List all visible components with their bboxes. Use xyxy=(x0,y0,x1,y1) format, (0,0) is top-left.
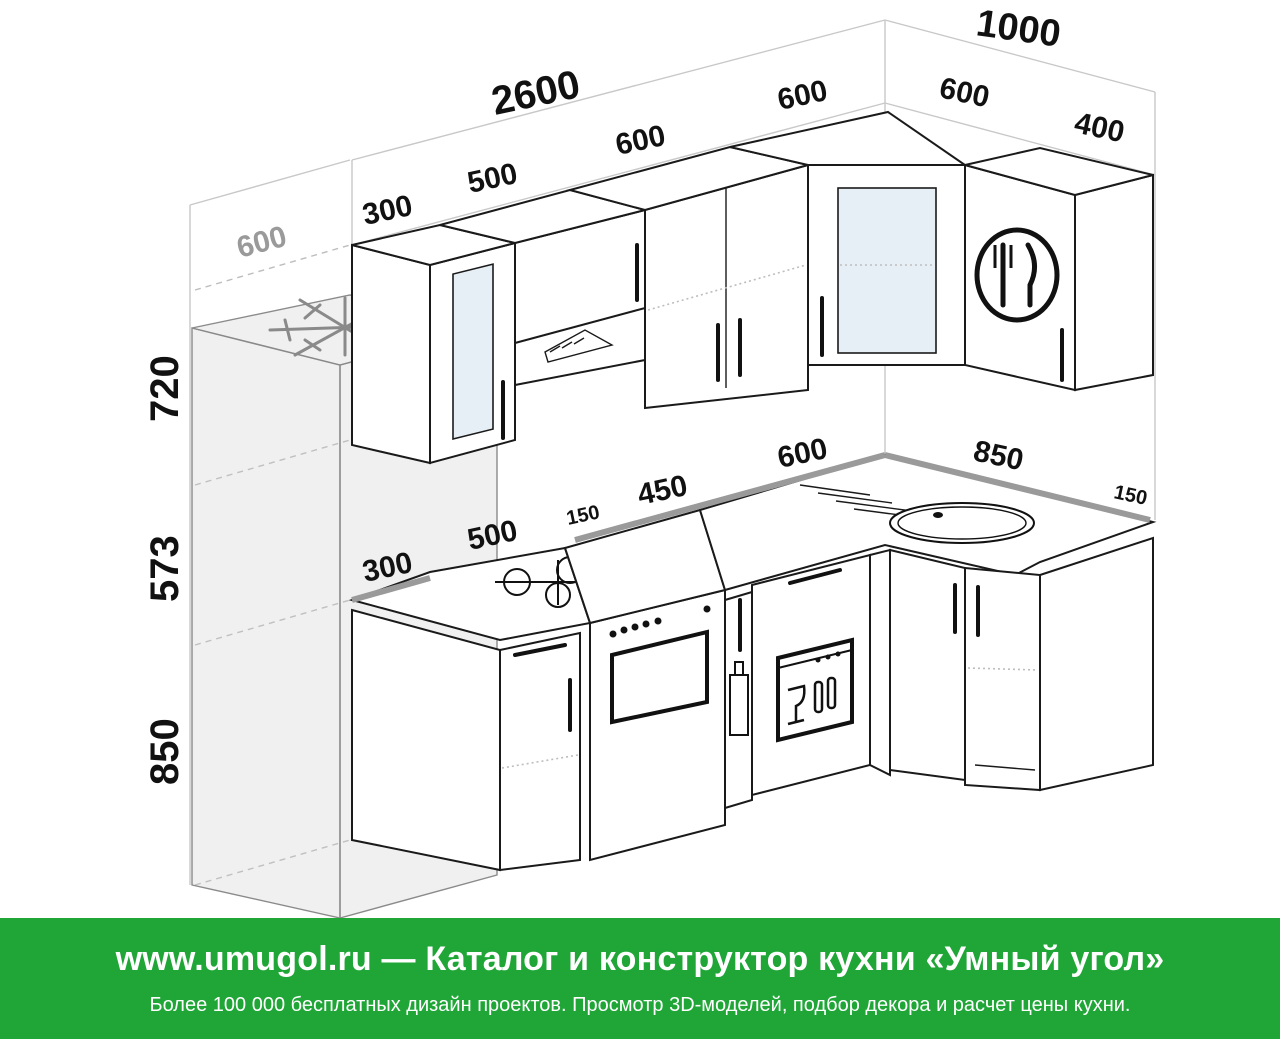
dim-upper-600-b: 600 xyxy=(775,74,831,117)
dimension-guides xyxy=(189,19,1156,886)
dim-counter-150-left: 150 xyxy=(564,501,601,529)
dim-height-573: 573 xyxy=(143,535,187,602)
upper-cabinets xyxy=(351,110,1154,465)
dim-upper-500: 500 xyxy=(465,157,521,200)
dim-counter-600: 600 xyxy=(775,432,831,475)
glass-door xyxy=(452,263,494,441)
dim-upper-600-a: 600 xyxy=(613,119,669,162)
range-hood-icon xyxy=(544,329,614,363)
dim-total-2600: 2600 xyxy=(488,62,584,124)
footer-banner: www.umugol.ru — Каталог и конструктор ку… xyxy=(0,918,1280,1039)
dim-tall-depth-600: 600 xyxy=(233,220,290,265)
oven-controls xyxy=(609,605,711,638)
footer-subtitle: Более 100 000 бесплатных дизайн проектов… xyxy=(149,994,1131,1016)
dim-height-850: 850 xyxy=(143,718,187,785)
dim-corner-600: 600 xyxy=(937,72,993,115)
footer-title[interactable]: www.umugol.ru — Каталог и конструктор ку… xyxy=(115,940,1165,978)
dim-counter-150-right: 150 xyxy=(1112,481,1149,509)
dim-height-720: 720 xyxy=(143,355,187,422)
oven-window xyxy=(610,629,709,725)
dim-corner-400: 400 xyxy=(1072,107,1128,150)
sink-icon xyxy=(889,502,1035,544)
dim-counter-850: 850 xyxy=(971,435,1027,478)
dim-upper-300: 300 xyxy=(360,189,416,232)
kitchen-diagram: 2600 1000 600 300 500 600 600 600 400 72… xyxy=(143,2,1157,918)
dim-counter-450: 450 xyxy=(635,469,691,512)
bottle-icon xyxy=(729,661,749,736)
fork-knife-plate-icon xyxy=(974,227,1060,323)
base-cabinets xyxy=(348,452,1157,872)
dishwasher-icon xyxy=(776,637,854,743)
